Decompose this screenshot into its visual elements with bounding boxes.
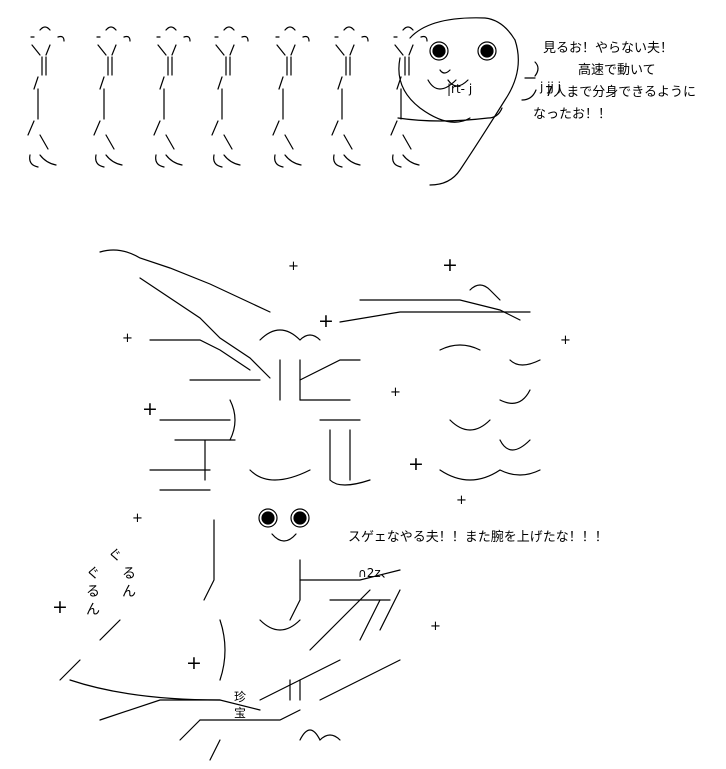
tree-of-arms: [99, 249, 541, 491]
sfx-guru: る: [86, 584, 100, 600]
clone-figure: [93, 26, 131, 168]
sparkle-icon: +: [52, 596, 68, 618]
clone-figure: [27, 26, 65, 168]
label-rt: |rt- j: [447, 82, 473, 96]
label-chin: 珍: [234, 690, 247, 704]
sparkle-icon: +: [442, 254, 458, 276]
caption-line: 高速で動いて: [578, 63, 656, 78]
sparkle-icon: +: [122, 331, 133, 346]
label-n2z: ∩2z、: [358, 566, 393, 580]
caption-top: 見るお！やらない夫！ 高速で動いて 7人まで分身できるように なったお！！: [533, 38, 697, 126]
sfx-guru: ぐ: [108, 548, 122, 564]
clone-row: [27, 26, 428, 168]
sparkle-icon: +: [288, 259, 299, 274]
sfx-guru: ん: [122, 584, 136, 600]
sparkle-icon: +: [390, 385, 401, 400]
label-hou: 宝: [234, 706, 247, 720]
sparkle-icon: +: [456, 493, 467, 508]
clone-figure: [331, 26, 369, 168]
sparkle-icon: +: [132, 511, 143, 526]
sparkle-icon: +: [430, 619, 441, 634]
caption-line: なったお！！: [533, 107, 612, 122]
sparkle-icon: +: [408, 453, 424, 475]
caption-line: 見るお！やらない夫！: [543, 41, 674, 56]
clone-figure: [272, 26, 310, 168]
clone-figure: [211, 26, 249, 168]
sfx-guru: る: [122, 566, 136, 582]
sfx-guru: ん: [86, 602, 100, 618]
sparkle-icon: +: [560, 333, 571, 348]
yaruo-head: [397, 17, 539, 186]
yaruo-body: [59, 508, 401, 761]
clone-figure: [390, 26, 428, 168]
sfx-guru: ぐ: [86, 566, 100, 582]
sparkle-icon: +: [318, 310, 334, 332]
label-jjj: j jj j: [540, 80, 561, 94]
caption-middle: スゲェなやる夫！！また腕を上げたな！！！: [348, 530, 608, 545]
sparkle-icon: +: [186, 652, 202, 674]
clone-figure: [153, 26, 191, 168]
sparkle-icon: +: [142, 398, 158, 420]
caption-line: 7人まで分身できるように: [545, 85, 697, 100]
